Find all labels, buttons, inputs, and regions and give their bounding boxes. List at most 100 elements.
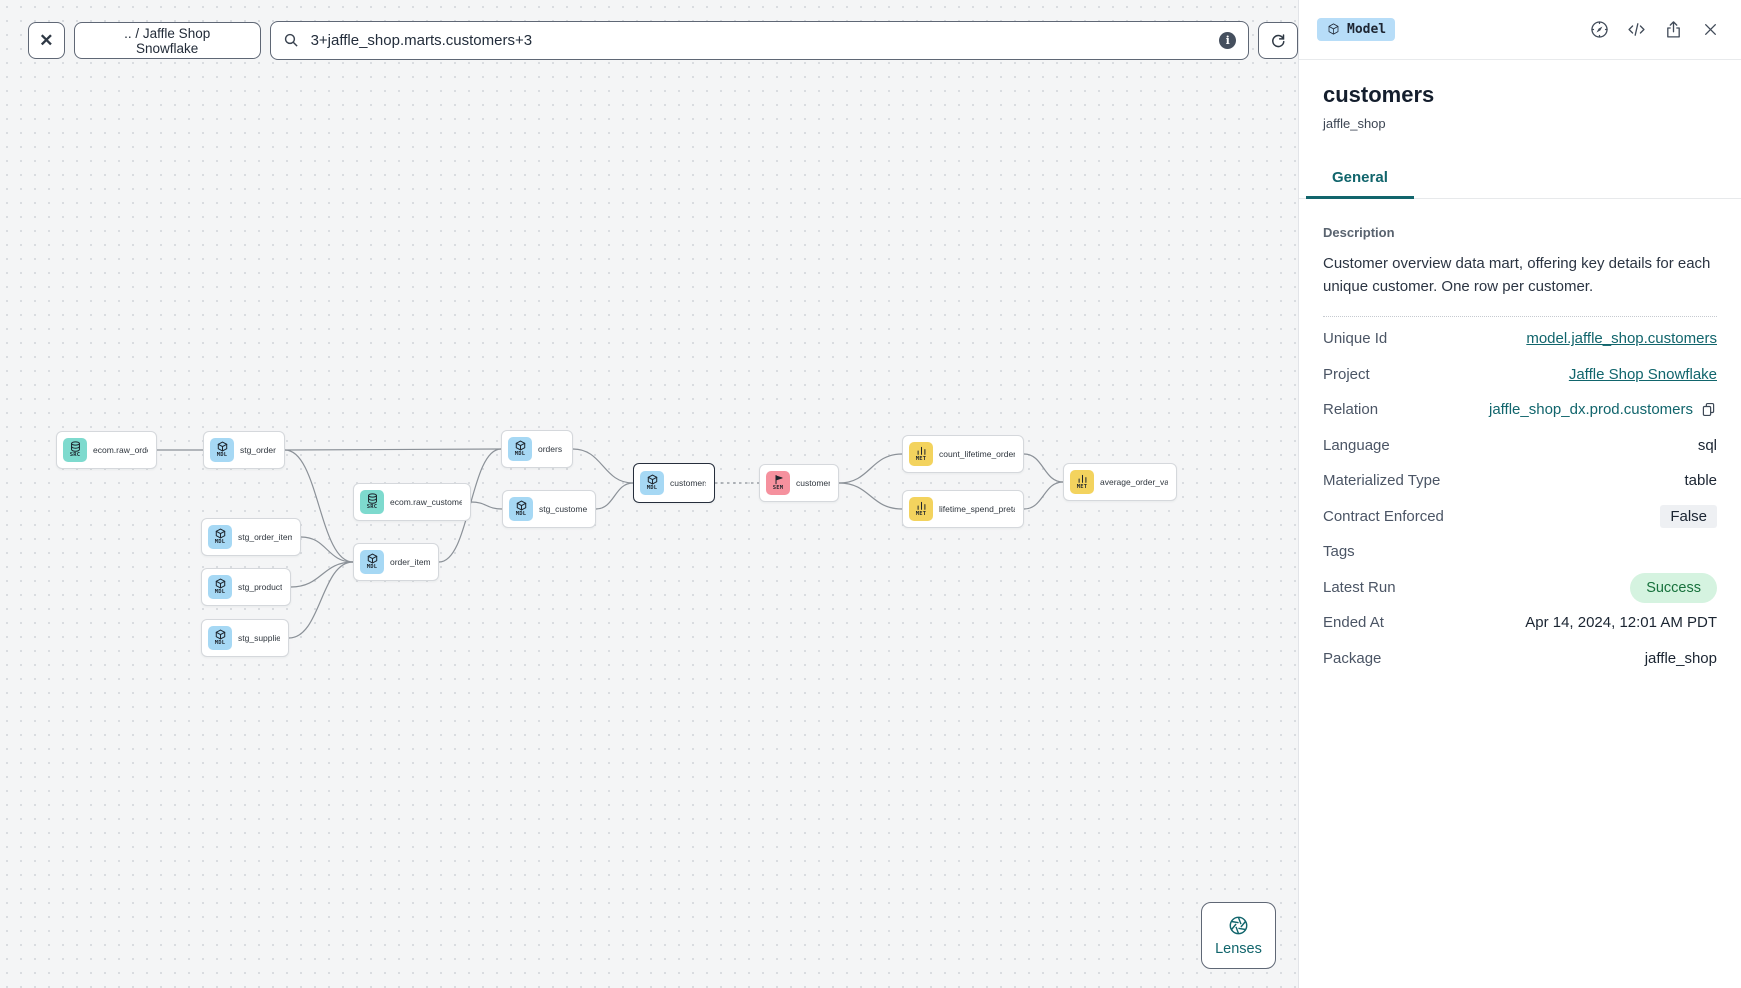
node-src-ecom-raw-customers[interactable]: SRC ecom.raw_customers [353, 483, 471, 521]
node-label: lifetime_spend_pretax [939, 504, 1015, 514]
info-icon[interactable]: i [1219, 32, 1237, 49]
panel-header-actions [1588, 19, 1721, 41]
lineage-edge [838, 482, 903, 510]
node-label: order_items [390, 557, 430, 567]
model-cube-icon [367, 553, 377, 564]
details-panel: Model [1298, 0, 1741, 988]
unique-id-link[interactable]: model.jaffle_shop.customers [1526, 330, 1717, 348]
field-row-contract-enforced: Contract Enforced False [1323, 499, 1717, 535]
met-node-icon: MET [909, 442, 933, 466]
met-node-icon: MET [1070, 470, 1094, 494]
share-icon[interactable] [1662, 19, 1684, 41]
field-row-tags: Tags [1323, 534, 1717, 570]
field-row-project: Project Jaffle Shop Snowflake [1323, 357, 1717, 393]
panel-tabs: General [1299, 161, 1741, 199]
node-label: average_order_value [1100, 477, 1168, 487]
code-icon[interactable] [1625, 19, 1647, 41]
page-title: customers [1323, 82, 1435, 107]
lineage-edge [1023, 453, 1064, 483]
copy-button[interactable] [1700, 401, 1717, 418]
field-label: Contract Enforced [1323, 507, 1444, 525]
tab-general[interactable]: General [1306, 161, 1414, 199]
field-value-contract-enforced: False [1660, 504, 1717, 528]
field-label: Language [1323, 436, 1390, 454]
project-link[interactable]: Jaffle Shop Snowflake [1568, 365, 1717, 383]
field-label: Unique Id [1323, 330, 1388, 348]
node-mdl-stg-orders[interactable]: MDL stg_orders [203, 431, 285, 469]
src-node-icon: SRC [63, 438, 87, 462]
explore-lineage-icon[interactable] [1588, 19, 1610, 41]
model-cube-icon [217, 441, 227, 452]
model-type-badge: Model [1317, 18, 1396, 41]
field-label: Latest Run [1323, 578, 1396, 596]
mdl-node-icon: MDL [208, 525, 232, 549]
lineage-edge [300, 536, 354, 563]
description-label: Description [1323, 225, 1395, 240]
lineage-edge [595, 482, 634, 510]
lineage-edge [572, 448, 634, 484]
model-cube-icon [215, 578, 225, 589]
field-label: Ended At [1323, 614, 1384, 632]
database-icon [367, 493, 377, 505]
node-label: stg_orders [240, 445, 276, 455]
field-value-relation: jaffle_shop_dx.prod.customers [1489, 401, 1717, 418]
node-label: stg_customers [539, 504, 587, 514]
search-input[interactable] [308, 31, 1211, 50]
node-sem-customers[interactable]: SEMcustomers [759, 464, 839, 502]
database-icon [70, 441, 80, 453]
mdl-node-icon: MDL [509, 497, 533, 521]
node-label: customers [796, 478, 830, 488]
node-mdl-order-items[interactable]: MDL order_items [353, 543, 439, 581]
lineage-edge [838, 453, 903, 484]
model-cube-icon [647, 474, 657, 485]
status-badge: Success [1630, 572, 1717, 603]
mdl-node-icon: MDL [210, 438, 234, 462]
src-node-icon: SRC [360, 490, 384, 514]
lineage-search[interactable]: i [269, 21, 1250, 60]
field-label: Package [1323, 649, 1382, 667]
panel-close-icon[interactable] [1699, 19, 1721, 41]
package-subtitle: jaffle_shop [1323, 116, 1386, 131]
field-label: Relation [1323, 401, 1379, 419]
mdl-node-icon: MDL [640, 471, 664, 495]
lineage-canvas[interactable]: SRCecom.raw_ordersMDLstg_ordersMDLstg_or… [0, 0, 1299, 988]
node-met-count-lifetime-orders[interactable]: MET count_lifetime_orders [902, 435, 1024, 473]
node-label: count_lifetime_orders [939, 449, 1015, 459]
field-value-project: Jaffle Shop Snowflake [1569, 366, 1717, 383]
relation-value: jaffle_shop_dx.prod.customers [1488, 401, 1693, 419]
lineage-edge [284, 449, 354, 563]
field-label: Materialized Type [1323, 472, 1441, 490]
refresh-button[interactable] [1258, 22, 1299, 59]
node-label: customers [670, 478, 706, 488]
field-row-latest-run: Latest Run Success [1323, 570, 1717, 606]
search-icon [284, 33, 298, 47]
mdl-node-icon: MDL [208, 575, 232, 599]
panel-header: Model [1299, 0, 1741, 60]
lineage-edges [157, 448, 1064, 639]
metric-bars-icon [1078, 475, 1086, 484]
field-value-materialized-type: table [1684, 472, 1717, 490]
lenses-button[interactable]: Lenses [1201, 902, 1276, 969]
mdl-node-icon: MDL [360, 550, 384, 574]
contract-badge: False [1660, 504, 1717, 528]
mdl-node-icon: MDL [508, 437, 532, 461]
node-met-average-order-value[interactable]: MET average_order_value [1063, 463, 1177, 501]
node-mdl-customers[interactable]: MDL customers [633, 463, 715, 503]
lineage-edge [470, 501, 503, 510]
node-label: ecom.raw_customers [390, 497, 462, 507]
field-label: Project [1323, 365, 1370, 383]
node-mdl-stg-customers[interactable]: MDL stg_customers [502, 490, 596, 528]
description-text: Customer overview data mart, offering ke… [1323, 255, 1711, 295]
lineage-toolbar: ✕ .. / Jaffle Shop Snowflake i [28, 21, 1299, 60]
lineage-close-button[interactable]: ✕ [28, 22, 65, 59]
breadcrumb[interactable]: .. / Jaffle Shop Snowflake [73, 22, 261, 59]
